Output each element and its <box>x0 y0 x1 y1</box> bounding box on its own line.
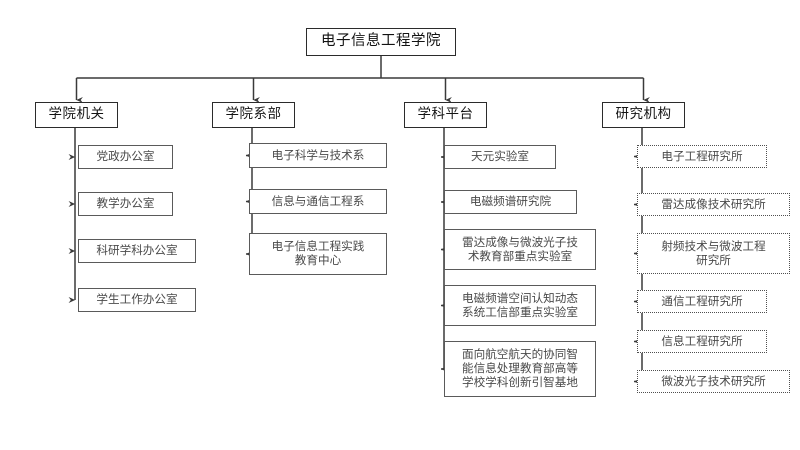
branch-college-organs-child-1[interactable]: 党政办公室 <box>78 145 173 169</box>
branch-discipline-platforms-child-4[interactable]: 电磁频谱空间认知动态 系统工信部重点实验室 <box>444 285 596 326</box>
branch-departments[interactable]: 学院系部 <box>212 102 295 128</box>
branch-discipline-platforms-child-1[interactable]: 天元实验室 <box>444 145 556 169</box>
branch-research-institutes-child-6[interactable]: 微波光子技术研究所 <box>637 370 790 393</box>
branch-discipline-platforms-child-3[interactable]: 雷达成像与微波光子技 术教育部重点实验室 <box>444 229 596 270</box>
branch-research-institutes-child-4[interactable]: 通信工程研究所 <box>637 290 767 313</box>
branch-discipline-platforms-child-2[interactable]: 电磁频谱研究院 <box>444 190 577 214</box>
branch-research-institutes-child-5[interactable]: 信息工程研究所 <box>637 330 767 353</box>
branch-research-institutes-child-1[interactable]: 电子工程研究所 <box>637 145 767 168</box>
branch-research-institutes[interactable]: 研究机构 <box>602 102 685 128</box>
branch-research-institutes-child-2[interactable]: 雷达成像技术研究所 <box>637 193 790 216</box>
branch-departments-child-2[interactable]: 信息与通信工程系 <box>249 189 387 214</box>
branch-college-organs-child-3[interactable]: 科研学科办公室 <box>78 239 196 263</box>
branch-discipline-platforms-child-5[interactable]: 面向航空航天的协同智 能信息处理教育部高等 学校学科创新引智基地 <box>444 341 596 397</box>
branch-departments-child-3[interactable]: 电子信息工程实践 教育中心 <box>249 233 387 275</box>
branch-departments-child-1[interactable]: 电子科学与技术系 <box>249 143 387 168</box>
branch-college-organs[interactable]: 学院机关 <box>35 102 118 128</box>
branch-discipline-platforms[interactable]: 学科平台 <box>404 102 487 128</box>
branch-research-institutes-child-3[interactable]: 射频技术与微波工程 研究所 <box>637 233 790 274</box>
branch-college-organs-child-4[interactable]: 学生工作办公室 <box>78 288 196 312</box>
branch-college-organs-child-2[interactable]: 教学办公室 <box>78 192 173 216</box>
root-node[interactable]: 电子信息工程学院 <box>306 28 456 56</box>
